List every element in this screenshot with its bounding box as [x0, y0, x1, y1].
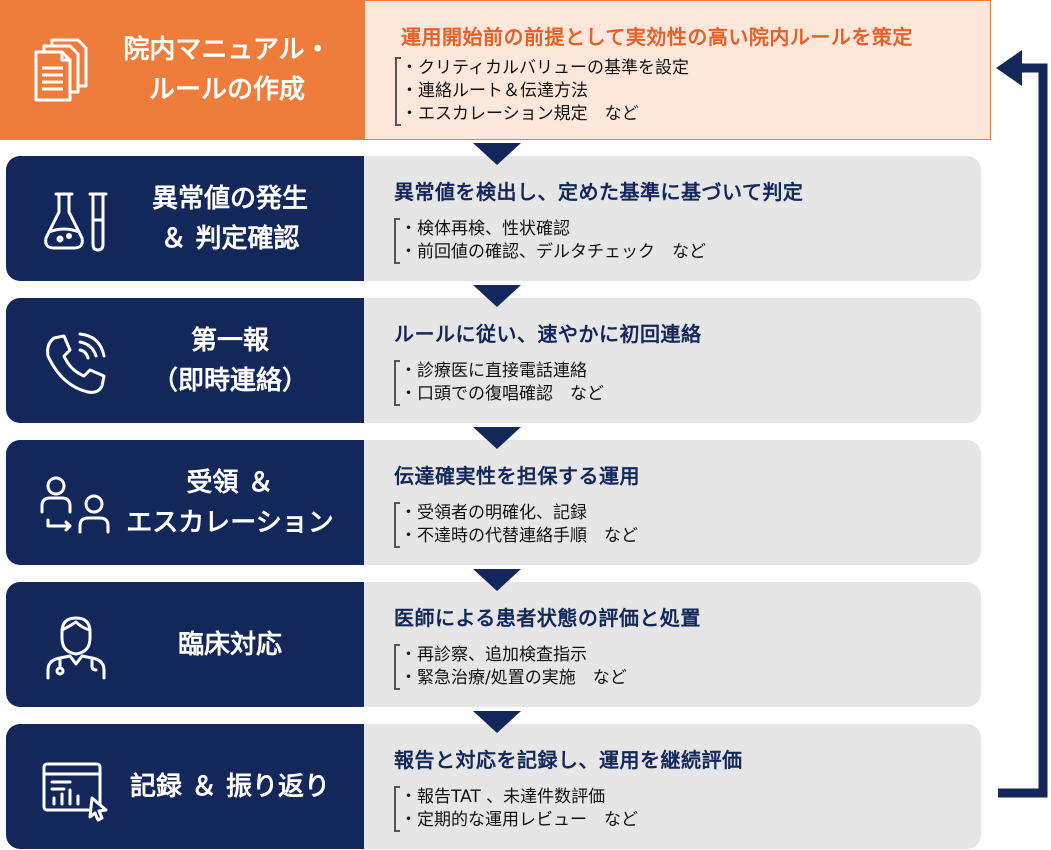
step-detail-panel: 運用開始前の前提として実効性の高い院内ルールを策定 クリティカルバリューの基準を… [364, 0, 991, 140]
step-title: 記録 ＆ 振り返り [106, 724, 354, 849]
step-label-panel: 異常値の発生 ＆ 判定確認 [6, 156, 364, 281]
step-manual-creation: 院内マニュアル・ ルールの作成 運用開始前の前提として実効性の高い院内ルールを策… [0, 0, 991, 140]
lab-flask-icon [44, 192, 108, 252]
flow-arrow-down [473, 285, 521, 307]
step-title-line: 臨床対応 [177, 629, 282, 660]
phone-icon [46, 332, 106, 394]
step-detail-panel: 報告と対応を記録し、運用を継続評価 報告TAT 、未達件数評価 定期的な運用レビ… [364, 724, 981, 849]
step-heading: 運用開始前の前提として実効性の高い院内ルールを策定 [401, 25, 913, 49]
step-title: 受領 ＆ エスカレーション [106, 440, 354, 565]
step-detail-panel: 伝達確実性を担保する運用 受領者の明確化、記録 不達時の代替連絡手順 など [364, 440, 981, 565]
list-item: 前回値の確認、デルタチェック など [396, 241, 706, 264]
flow-arrow-down [473, 143, 521, 165]
step-title-line: ルールの作成 [148, 75, 305, 105]
step-title-line: 受領 ＆ [186, 467, 274, 498]
step-clinical-response: 臨床対応 医師による患者状態の評価と処置 再診察、追加検査指示 緊急治療/処置の… [6, 582, 981, 707]
list-item: 定期的な運用レビュー など [396, 809, 638, 832]
step-heading: 伝達確実性を担保する運用 [394, 464, 640, 488]
people-handoff-icon [40, 476, 110, 534]
step-detail-panel: ルールに従い、速やかに初回連絡 診療医に直接電話連絡 口頭での復唱確認 など [364, 298, 981, 423]
step-label-panel: 記録 ＆ 振り返り [6, 724, 364, 849]
step-title-line: （即時連絡） [151, 365, 308, 396]
step-heading: ルールに従い、速やかに初回連絡 [394, 322, 702, 346]
list-item: 検体再検、性状確認 [396, 218, 706, 241]
step-title: 第一報 （即時連絡） [106, 298, 354, 423]
step-item-list: 診療医に直接電話連絡 口頭での復唱確認 など [394, 360, 604, 406]
step-label-panel: 院内マニュアル・ ルールの作成 [0, 0, 364, 140]
step-item-list: 受領者の明確化、記録 不達時の代替連絡手順 など [394, 502, 638, 548]
list-item: 受領者の明確化、記録 [396, 502, 638, 525]
step-title-line: 記録 ＆ 振り返り [129, 771, 331, 802]
step-title-line: 院内マニュアル・ [123, 35, 331, 65]
step-title-line: 異常値の発生 [151, 183, 308, 214]
step-title: 臨床対応 [106, 582, 354, 707]
step-title: 院内マニュアル・ ルールの作成 [100, 0, 354, 140]
step-first-report: 第一報 （即時連絡） ルールに従い、速やかに初回連絡 診療医に直接電話連絡 口頭… [6, 298, 981, 423]
step-item-list: 再診察、追加検査指示 緊急治療/処置の実施 など [394, 644, 627, 690]
report-chart-icon [42, 762, 108, 822]
list-item: 診療医に直接電話連絡 [396, 360, 604, 383]
step-label-panel: 受領 ＆ エスカレーション [6, 440, 364, 565]
list-item: 口頭での復唱確認 など [396, 383, 604, 406]
step-label-panel: 臨床対応 [6, 582, 364, 707]
flow-arrow-down [473, 427, 521, 449]
step-detail-panel: 医師による患者状態の評価と処置 再診察、追加検査指示 緊急治療/処置の実施 など [364, 582, 981, 707]
step-heading: 異常値を検出し、定めた基準に基づいて判定 [394, 180, 804, 204]
list-item: クリティカルバリューの基準を設定 [397, 57, 689, 80]
list-item: 報告TAT 、未達件数評価 [396, 786, 638, 809]
step-detail-panel: 異常値を検出し、定めた基準に基づいて判定 検体再検、性状確認 前回値の確認、デル… [364, 156, 981, 281]
flow-arrow-down [473, 569, 521, 591]
step-title-line: 第一報 [190, 325, 269, 356]
step-label-panel: 第一報 （即時連絡） [6, 298, 364, 423]
list-item: 再診察、追加検査指示 [396, 644, 627, 667]
step-title-line: エスカレーション [126, 507, 334, 538]
step-receipt-escalation: 受領 ＆ エスカレーション 伝達確実性を担保する運用 受領者の明確化、記録 不達… [6, 440, 981, 565]
step-item-list: 報告TAT 、未達件数評価 定期的な運用レビュー など [394, 786, 638, 832]
step-abnormal-value: 異常値の発生 ＆ 判定確認 異常値を検出し、定めた基準に基づいて判定 検体再検、… [6, 156, 981, 281]
step-title: 異常値の発生 ＆ 判定確認 [106, 156, 354, 281]
list-item: 不達時の代替連絡手順 など [396, 525, 638, 548]
list-item: エスカレーション規定 など [397, 103, 689, 126]
step-item-list: 検体再検、性状確認 前回値の確認、デルタチェック など [394, 218, 706, 264]
list-item: 緊急治療/処置の実施 など [396, 667, 627, 690]
list-item: 連絡ルート＆伝達方法 [397, 80, 689, 103]
step-title-line: ＆ 判定確認 [160, 223, 300, 254]
step-heading: 報告と対応を記録し、運用を継続評価 [394, 748, 743, 772]
step-heading: 医師による患者状態の評価と処置 [394, 606, 701, 630]
doctor-icon [46, 616, 106, 680]
flow-arrow-down [473, 711, 521, 733]
documents-icon [34, 38, 88, 102]
step-item-list: クリティカルバリューの基準を設定 連絡ルート＆伝達方法 エスカレーション規定 な… [395, 57, 689, 126]
step-record-review: 記録 ＆ 振り返り 報告と対応を記録し、運用を継続評価 報告TAT 、未達件数評… [6, 724, 981, 849]
